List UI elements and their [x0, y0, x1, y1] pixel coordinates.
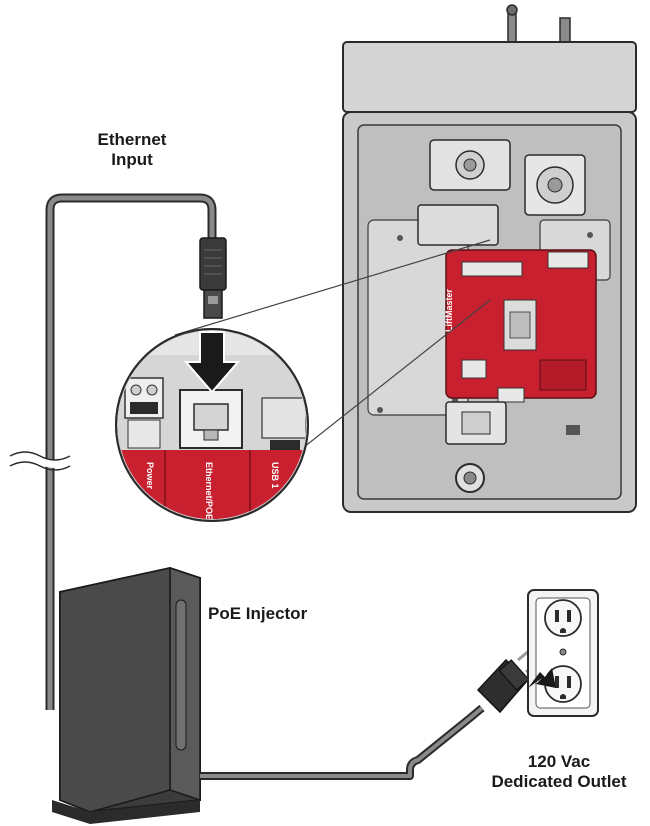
power-plug	[476, 648, 539, 714]
poe-injector	[52, 566, 201, 824]
ethernet-input-label-line2: Input	[111, 150, 153, 169]
usb-label: USB 1	[270, 462, 280, 489]
ethernet-cable	[8, 193, 217, 710]
wall-outlet	[527, 589, 599, 717]
insert-arrow-icon	[183, 331, 241, 394]
plug-in-arrow-icon	[528, 668, 556, 688]
board-brand-label: LiftMaster	[444, 288, 454, 332]
power-label: Power	[145, 462, 155, 490]
outlet-label: 120 Vac Dedicated Outlet	[474, 752, 644, 792]
power-cord	[200, 704, 485, 780]
ethernet-input-label: Ethernet Input	[82, 130, 182, 170]
controller-housing: LiftMaster	[342, 4, 637, 513]
rj45-plug	[199, 237, 227, 319]
outlet-label-line2: Dedicated Outlet	[491, 772, 627, 791]
ethernet-input-label-line1: Ethernet	[97, 130, 167, 149]
zoom-callout-lines	[174, 239, 491, 471]
ethernet-poe-label: Ethernet/POE	[204, 462, 214, 520]
zoom-detail: Power Ethernet/POE USB 1	[115, 328, 309, 522]
poe-injector-label: PoE Injector	[208, 604, 308, 623]
outlet-label-line1: 120 Vac	[527, 752, 591, 771]
